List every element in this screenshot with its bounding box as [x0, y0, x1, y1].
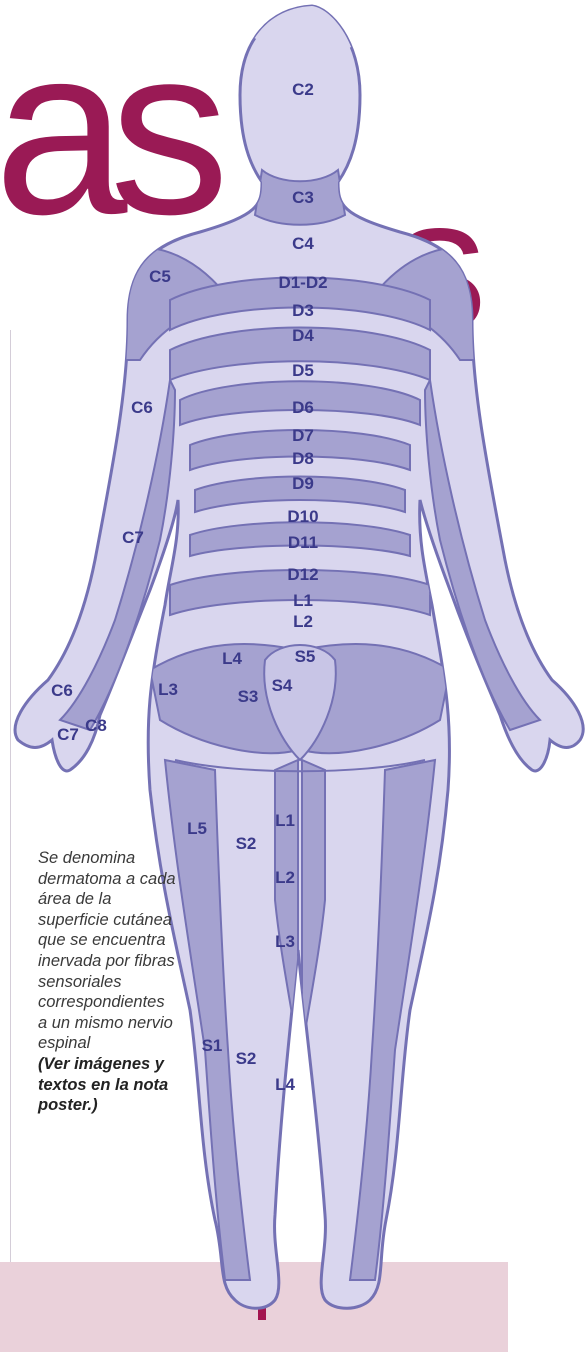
- dermatome-label-l4: L4: [275, 1075, 295, 1094]
- dermatome-label-d10: D10: [287, 507, 318, 526]
- dermatome-label-c8: C8: [85, 716, 107, 735]
- dermatome-label-c6: C6: [131, 398, 153, 417]
- dermatome-label-s4: S4: [272, 676, 293, 695]
- dermatome-label-l1: L1: [293, 591, 313, 610]
- dermatome-label-c3: C3: [292, 188, 314, 207]
- dermatome-label-d4: D4: [292, 326, 314, 345]
- dermatome-label-l5: L5: [187, 819, 207, 838]
- caption-note: (Ver imágenes y textos en la nota poster…: [38, 1054, 178, 1116]
- dermatome-label-c7: C7: [57, 725, 79, 744]
- dermatome-label-l3: L3: [158, 680, 178, 699]
- dermatome-label-d11: D11: [288, 533, 318, 552]
- caption-text: Se denomina dermatoma a cada área de la …: [38, 849, 176, 1052]
- dermatome-label-c7: C7: [122, 528, 144, 547]
- dermatome-label-l1: L1: [275, 811, 295, 830]
- dermatome-label-d9: D9: [292, 474, 314, 493]
- dermatome-label-s1: S1: [202, 1036, 223, 1055]
- dermatome-label-d8: D8: [292, 449, 314, 468]
- caption: Se denomina dermatoma a cada área de la …: [38, 848, 178, 1116]
- dermatome-label-s2: S2: [236, 834, 257, 853]
- dermatome-label-s2: S2: [236, 1049, 257, 1068]
- dermatome-label-d7: D7: [292, 426, 314, 445]
- dermatome-label-c2: C2: [292, 80, 314, 99]
- dermatome-label-d1-d2: D1-D2: [278, 273, 327, 292]
- dermatome-label-s3: S3: [238, 687, 259, 706]
- dermatome-label-d3: D3: [292, 301, 314, 320]
- dermatome-label-l2: L2: [275, 868, 295, 887]
- dermatome-label-l4: L4: [222, 649, 242, 668]
- dermatome-label-d5: D5: [292, 361, 314, 380]
- dermatome-label-s5: S5: [295, 647, 316, 666]
- dermatome-label-c4: C4: [292, 234, 314, 253]
- dermatome-label-l3: L3: [275, 932, 295, 951]
- dermatome-label-d12: D12: [287, 565, 318, 584]
- dermatome-label-l2: L2: [293, 612, 313, 631]
- dermatome-label-c6: C6: [51, 681, 73, 700]
- dermatome-label-d6: D6: [292, 398, 314, 417]
- dermatome-label-c5: C5: [149, 267, 171, 286]
